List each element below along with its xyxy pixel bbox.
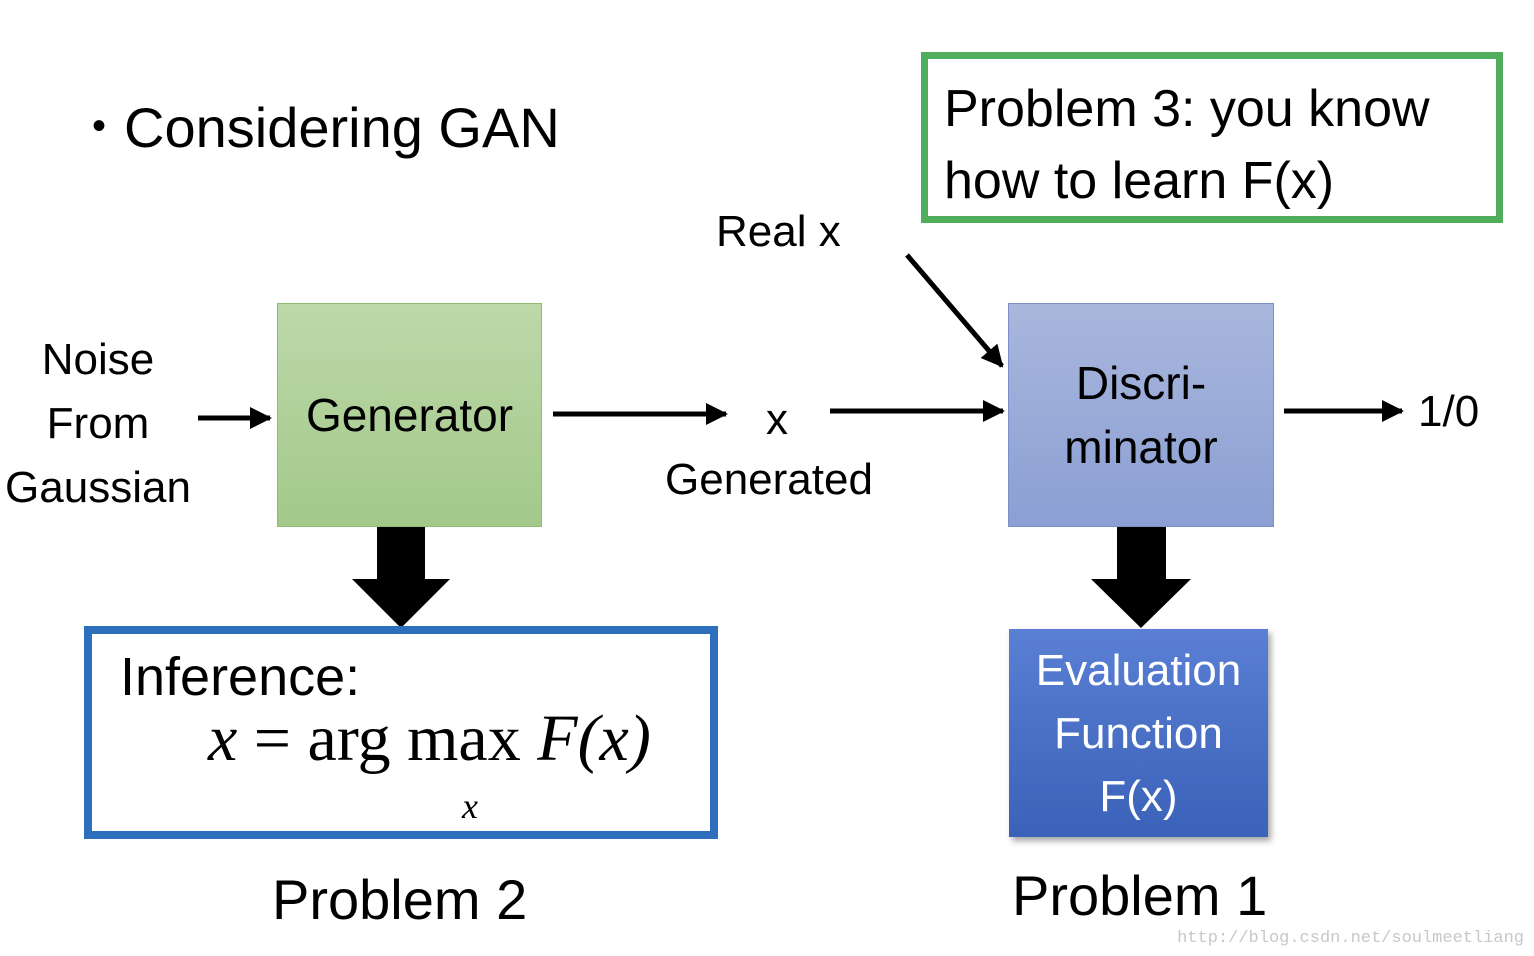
formula-argmax: = arg max (237, 702, 538, 775)
problem3-box: Problem 3: you know how to learn F(x) (921, 52, 1503, 223)
problem3-line: how to learn F(x) (944, 152, 1335, 210)
noise-label: Noise From Gaussian (0, 328, 196, 520)
problem2-label: Problem 2 (272, 868, 528, 931)
evaluation-line: F(x) (1099, 771, 1178, 821)
bullet-heading: •Considering GAN (92, 100, 560, 156)
inference-box: Inference: x = arg max F(x) x (84, 626, 718, 839)
noise-line: Noise (41, 335, 155, 384)
formula-lhs: x (208, 702, 238, 775)
discriminator-box: Discri- minator (1008, 303, 1274, 527)
evaluation-function-box: Evaluation Function F(x) (1009, 629, 1268, 837)
argmax-formula: x = arg max F(x) x (208, 706, 651, 825)
problem3-line: Problem 3: you know (944, 80, 1430, 138)
discriminator-line: Discri- (1075, 357, 1207, 409)
arrow-real-to-discriminator (905, 253, 1004, 368)
bullet-text: Considering GAN (124, 96, 560, 159)
formula-f: F (537, 702, 578, 775)
generated-label: Generated (665, 455, 873, 504)
real-x-label: Real x (716, 207, 841, 256)
inference-title: Inference: (120, 647, 361, 707)
noise-line: From (46, 399, 150, 448)
discriminator-line: minator (1064, 421, 1218, 473)
generator-box: Generator (277, 303, 542, 527)
evaluation-line: Evaluation (1035, 645, 1242, 695)
generator-label: Generator (305, 389, 514, 441)
output-label: 1/0 (1418, 387, 1480, 436)
formula-subscript: x (462, 786, 478, 826)
noise-line: Gaussian (5, 463, 191, 512)
x-label: x (766, 395, 788, 444)
block-arrow-generator-down (352, 527, 450, 628)
block-arrow-discriminator-down (1091, 524, 1191, 628)
watermark: http://blog.csdn.net/soulmeetliang (1177, 929, 1524, 948)
problem1-label: Problem 1 (1012, 864, 1268, 927)
evaluation-line: Function (1054, 708, 1223, 758)
bullet-dot-icon: • (92, 104, 107, 148)
formula-arg: (x) (577, 702, 651, 775)
